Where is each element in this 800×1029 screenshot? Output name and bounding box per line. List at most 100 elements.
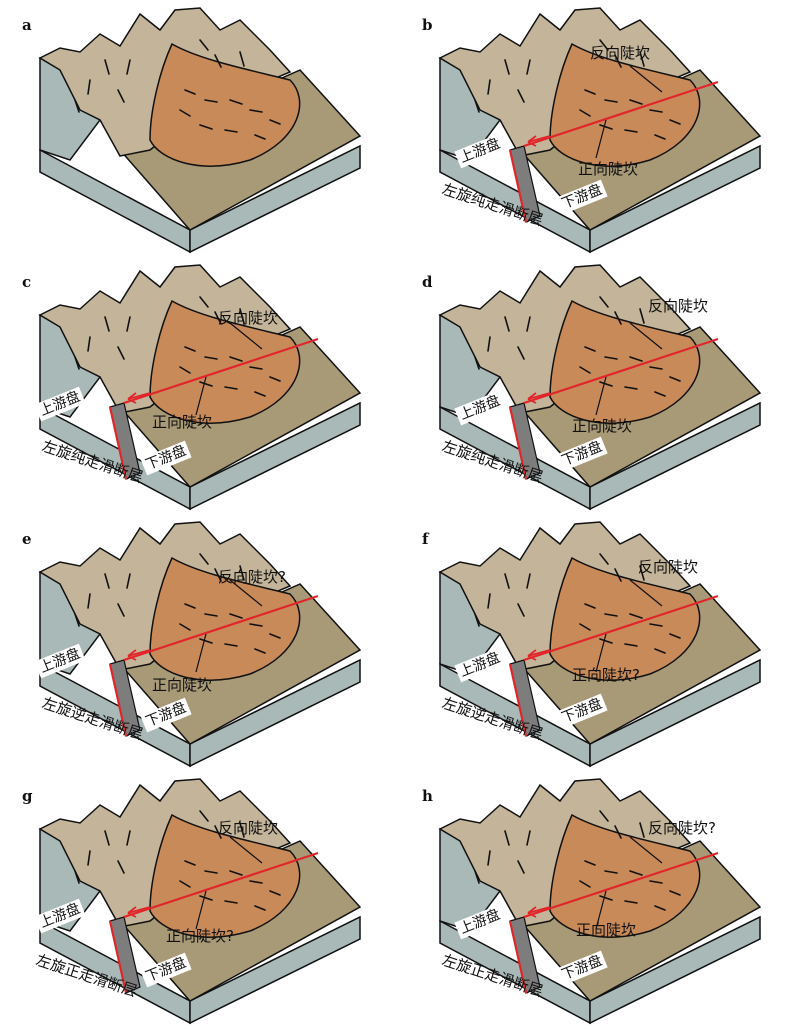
panel-letter: a <box>22 16 32 34</box>
terrain-hatch <box>87 79 91 95</box>
normal-scarp-label: 正向陡坎 <box>572 417 633 435</box>
terrain-hatch <box>649 366 663 370</box>
terrain-hatch <box>604 613 618 617</box>
terrain-hatch <box>526 59 531 75</box>
terrain-hatch <box>224 643 238 647</box>
terrain-hatch <box>184 603 196 609</box>
terrain-hatch <box>629 99 643 105</box>
terrain-hatch <box>517 603 525 617</box>
block-diagram-a <box>38 7 362 254</box>
terrain-hatch <box>239 51 245 67</box>
block-right-face <box>589 144 761 254</box>
panel-a: a <box>0 0 400 257</box>
block-diagram-b <box>438 7 762 254</box>
reverse-scarp-label: 反向陡坎? <box>648 819 716 837</box>
terrain-hatch <box>599 39 609 51</box>
panel-c: c 反向陡坎 正向陡坎 上游盘 下游盘 左旋纯走滑断层 <box>0 257 400 514</box>
terrain-hatch <box>579 623 591 631</box>
terrain-hatch <box>504 316 510 332</box>
reverse-callout-arrow <box>629 322 663 350</box>
normal-scarp-label: 正向陡坎 <box>152 413 213 431</box>
terrain-hatch <box>126 573 131 589</box>
block-right-face <box>589 658 761 768</box>
normal-scarp-label: 正向陡坎 <box>576 921 637 939</box>
block-diagram-g <box>38 778 362 1025</box>
reverse-callout-arrow <box>229 579 263 607</box>
terrain-hatch <box>614 825 622 839</box>
terrain-hatch <box>604 356 618 360</box>
terrain-hatch <box>214 568 222 582</box>
terrain-hatch <box>579 109 591 117</box>
normal-callout-arrow <box>595 119 607 159</box>
normal-scarp-label: 正向陡坎? <box>166 927 234 945</box>
terrain-hatch <box>629 356 643 362</box>
reverse-callout-arrow <box>229 322 263 350</box>
fault-trace <box>123 594 319 662</box>
terrain-hatch <box>504 59 510 75</box>
terrain-hatch <box>117 860 125 874</box>
terrain-hatch <box>249 109 263 113</box>
terrain-hatch <box>229 870 243 876</box>
panel-g: g 反向陡坎 正向陡坎? 上游盘 下游盘 左旋正走滑断层 <box>0 771 400 1028</box>
alluvial-fan <box>149 813 301 938</box>
block-diagram-f <box>438 521 762 768</box>
reverse-scarp-label: 反向陡坎 <box>218 309 279 327</box>
terrain-hatch <box>599 638 613 644</box>
terrain-hatch <box>649 880 663 884</box>
terrain-hatch <box>624 386 638 390</box>
normal-callout-arrow <box>595 376 607 416</box>
terrain-hatch <box>614 311 622 325</box>
normal-callout-arrow <box>195 890 207 930</box>
terrain-hatch <box>487 850 491 866</box>
terrain-hatch <box>104 830 110 846</box>
terrain-hatch <box>654 134 666 140</box>
terrain-hatch <box>269 633 281 639</box>
terrain-hatch <box>179 109 191 117</box>
alluvial-fan <box>149 299 301 424</box>
fault-plane-line <box>508 149 528 223</box>
panel-letter: d <box>422 273 433 291</box>
alluvial-fan <box>149 556 301 681</box>
terrain-hatch <box>229 613 243 619</box>
slip-arrow <box>527 135 551 147</box>
terrain-hatch <box>474 613 480 627</box>
terrain-hatch <box>229 99 243 105</box>
terrain-hatch <box>104 573 110 589</box>
terrain-hatch <box>249 623 263 627</box>
terrain-hatch <box>526 830 531 846</box>
terrain-hatch <box>214 54 222 68</box>
alluvial-fan <box>549 556 701 681</box>
slip-arrow <box>127 392 151 404</box>
normal-callout-arrow <box>195 376 207 416</box>
terrain-hatch <box>74 356 80 370</box>
block-right-face <box>189 144 361 254</box>
panel-e: e 反向陡坎? 正向陡坎 上游盘 下游盘 左旋逆走滑断层 <box>0 514 400 771</box>
fault-trace <box>523 337 719 405</box>
terrain-hatch <box>624 129 638 133</box>
terrain-hatch <box>654 905 666 911</box>
terrain-hatch <box>526 316 531 332</box>
terrain-hatch <box>584 860 596 866</box>
fault-plane-line <box>108 406 128 480</box>
terrain-hatch <box>204 356 218 360</box>
normal-scarp-label: 正向陡坎? <box>572 666 640 684</box>
terrain-hatch <box>179 880 191 888</box>
terrain-hatch <box>117 346 125 360</box>
terrain-hatch <box>487 79 491 95</box>
terrain-hatch <box>179 623 191 631</box>
block-right-face <box>189 658 361 768</box>
terrain-hatch <box>474 99 480 113</box>
fault-plane-line <box>508 663 528 737</box>
terrain-hatch <box>214 311 222 325</box>
reverse-callout-arrow <box>629 579 663 607</box>
terrain-hatch <box>199 381 213 387</box>
terrain-hatch <box>629 870 643 876</box>
slip-arrow <box>527 906 551 918</box>
terrain-hatch <box>269 119 281 125</box>
terrain-hatch <box>669 633 681 639</box>
terrain-hatch <box>126 316 131 332</box>
terrain-hatch <box>526 573 531 589</box>
slip-arrow <box>127 906 151 918</box>
terrain-hatch <box>614 568 622 582</box>
terrain-hatch <box>239 822 245 838</box>
